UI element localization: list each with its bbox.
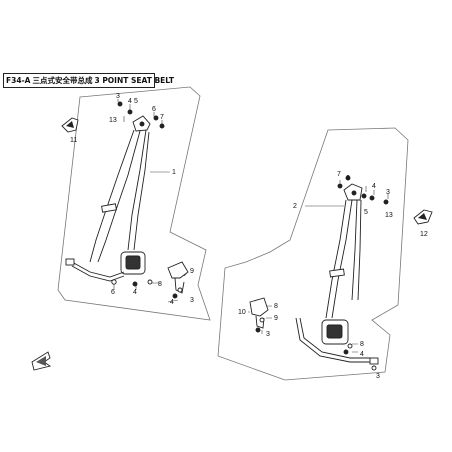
callout-8-right-top: 8 xyxy=(274,303,278,310)
callout-13-left: 13 xyxy=(109,117,117,124)
callout-13-right: 13 xyxy=(385,212,393,219)
right-buckle xyxy=(249,297,269,317)
callout-3-right-top: 3 xyxy=(386,189,390,196)
callout-5-right: 5 xyxy=(364,209,368,216)
right-belt-webbing xyxy=(325,199,347,319)
right-assembly-panel xyxy=(217,127,409,381)
left-assembly-panel xyxy=(57,86,211,321)
callout-6-left-top: 6 xyxy=(152,106,156,113)
callout-8-left: 8 xyxy=(158,281,162,288)
callout-4-left-top: 4 xyxy=(128,98,132,105)
left-seat-belt-assembly xyxy=(65,99,189,303)
left-belt-webbing xyxy=(89,129,135,263)
callout-3-right-bottom: 3 xyxy=(376,373,380,380)
callout-2: 2 xyxy=(293,203,297,210)
callout-12: 12 xyxy=(420,231,428,238)
front-direction-arrow-icon xyxy=(31,351,52,371)
callout-11: 11 xyxy=(70,137,77,144)
callout-3-left-top: 3 xyxy=(116,93,120,100)
callout-7-right-top: 7 xyxy=(337,171,341,178)
callout-9-right: 9 xyxy=(274,315,278,322)
callout-5-left-top: 5 xyxy=(134,98,138,105)
callout-7-left-top: 7 xyxy=(160,114,164,121)
callout-4-right-bottom: 4 xyxy=(360,351,364,358)
right-seat-belt-assembly xyxy=(248,175,389,371)
callout-3-right-mid: 3 xyxy=(266,331,270,338)
left-buckle xyxy=(167,261,189,279)
callout-4-right-top: 4 xyxy=(372,183,376,190)
callout-6-right-top: 6 xyxy=(346,175,350,182)
callout-10: 10 xyxy=(238,309,246,316)
callout-3-left-bottom: 3 xyxy=(190,297,194,304)
diagram-name-cn: 三点式安全带总成 xyxy=(32,76,93,85)
callout-6-left-bottom: 6 xyxy=(111,289,115,296)
callout-1: 1 xyxy=(172,169,176,176)
callout-4-left-mid: 4 xyxy=(170,299,174,306)
callout-4-left-bottom: 4 xyxy=(133,289,137,296)
diagram-name-en: 3 POINT SEAT BELT xyxy=(94,76,174,85)
callout-8-right-bottom: 8 xyxy=(360,341,364,348)
diagram-code: F34-A xyxy=(6,76,31,85)
callout-9: 9 xyxy=(190,268,194,275)
